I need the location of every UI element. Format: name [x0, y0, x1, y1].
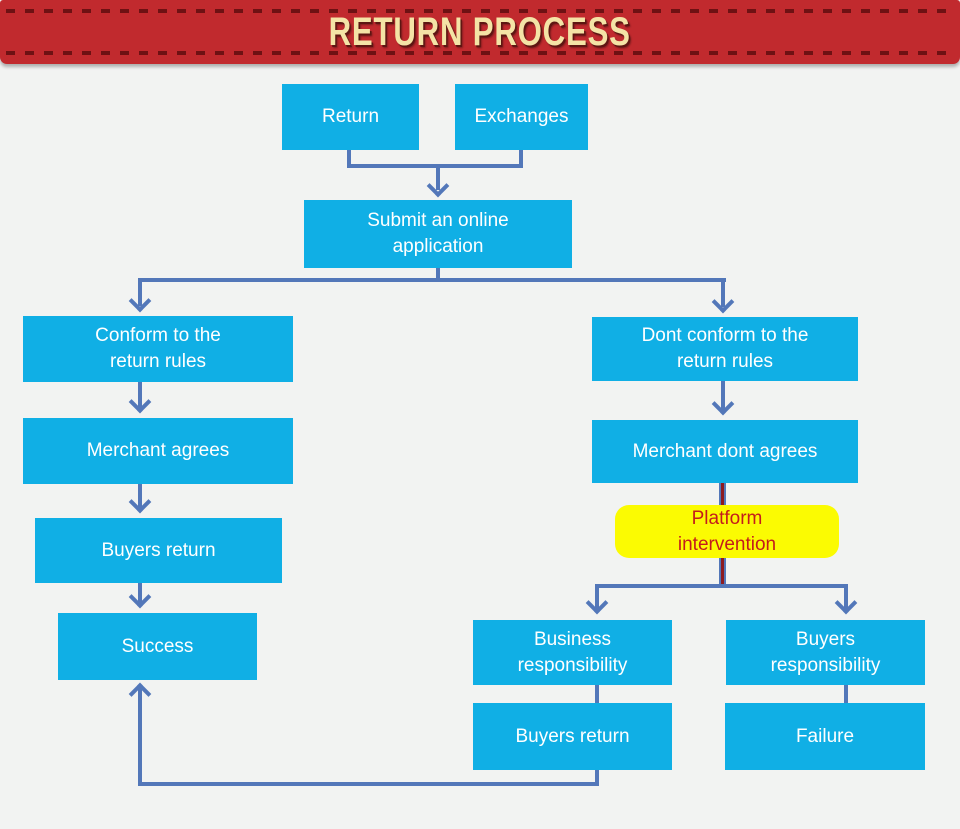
connector-join-horizontal: [347, 164, 523, 168]
node-success: Success: [58, 613, 257, 680]
node-failure: Failure: [725, 703, 925, 770]
arrowhead-icon: [128, 390, 152, 414]
arrowhead-icon: [128, 490, 152, 514]
connector-submit-stub: [436, 267, 440, 281]
node-merchant-dont-agrees: Merchant dont agrees: [592, 420, 858, 483]
banner-dash-top: [6, 9, 954, 13]
connector-feedback-up: [138, 687, 142, 784]
node-exchanges: Exchanges: [455, 84, 588, 150]
arrowhead-icon: [711, 290, 735, 314]
node-platform-intervention: Platform intervention: [615, 505, 839, 558]
node-conform-rules: Conform to the return rules: [23, 316, 293, 382]
connector-branch2-right-drop: [844, 584, 848, 610]
connector-return-stub: [347, 149, 351, 167]
arrowhead-icon: [426, 174, 450, 198]
connector-buyers-to-success: [138, 583, 142, 603]
node-buyers-return-right: Buyers return: [473, 703, 672, 770]
arrowhead-icon: [834, 591, 858, 615]
connector-business-to-buyersreturn: [595, 685, 599, 703]
node-business-responsibility: Business responsibility: [473, 620, 672, 685]
header-banner: RETURN PROCESS: [0, 0, 960, 64]
connector-conform-to-merchant: [138, 382, 142, 408]
connector-dontconform-to-merchant: [721, 381, 725, 410]
arrowhead-icon: [585, 591, 609, 615]
arrowhead-icon: [128, 682, 152, 706]
connector-exchanges-stub: [519, 149, 523, 167]
node-buyers-responsibility: Buyers responsibility: [726, 620, 925, 685]
node-return: Return: [282, 84, 419, 150]
connector-feedback-down: [595, 770, 599, 786]
arrowhead-icon: [128, 585, 152, 609]
connector-feedback-horizontal: [138, 782, 599, 786]
node-dont-conform-rules: Dont conform to the return rules: [592, 317, 858, 381]
node-merchant-agrees: Merchant agrees: [23, 418, 293, 484]
arrowhead-icon: [128, 289, 152, 313]
page-title: RETURN PROCESS: [328, 9, 632, 54]
connector-branch1-horizontal: [138, 278, 726, 282]
arrowhead-icon: [711, 392, 735, 416]
connector-branch1-right-drop: [721, 278, 725, 307]
connector-join-to-submit: [436, 164, 440, 190]
connector-merchant-to-buyers: [138, 484, 142, 508]
node-buyers-return-left: Buyers return: [35, 518, 282, 583]
banner-dash-bottom: [6, 51, 954, 55]
connector-merchant-to-platform: [719, 483, 726, 505]
connector-branch2-horizontal: [595, 584, 848, 588]
connector-branch1-left-drop: [138, 278, 142, 306]
connector-platform-stub: [719, 557, 726, 588]
node-submit-application: Submit an online application: [304, 200, 572, 268]
connector-branch2-left-drop: [595, 584, 599, 610]
connector-buyersresp-to-failure: [844, 685, 848, 703]
